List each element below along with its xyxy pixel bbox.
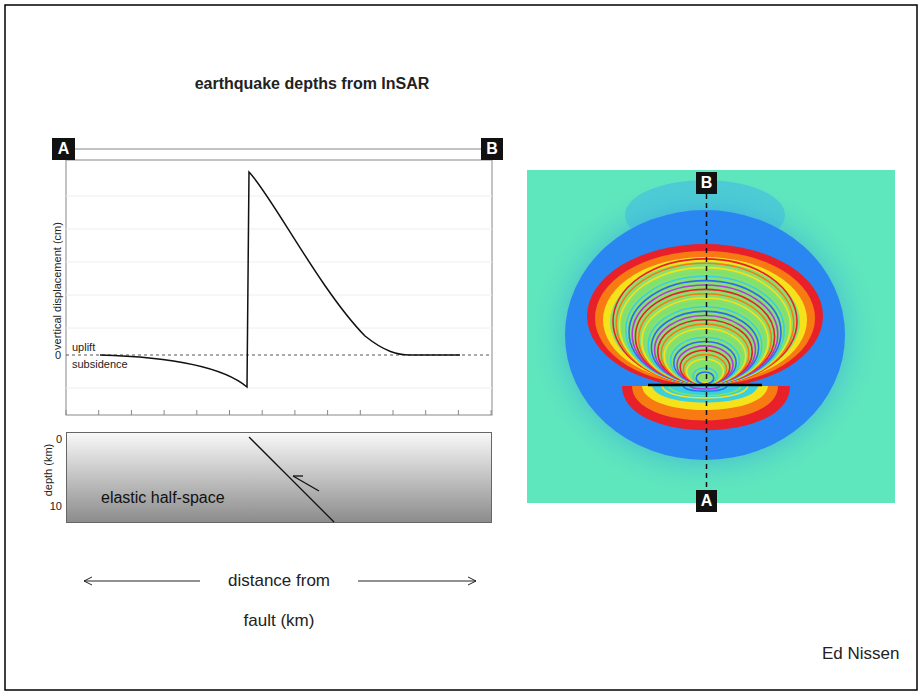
profile-top-line [75, 149, 481, 150]
grid [66, 196, 492, 388]
profile-end-tag: A [52, 138, 75, 160]
axis-title: vertical displacement (cm) [51, 222, 63, 350]
fault-drawing [67, 433, 493, 524]
slide-border [5, 5, 917, 690]
profile-end-tag: A [696, 490, 717, 512]
profile-end-tag: B [481, 138, 503, 160]
tick-label: 0 [56, 433, 62, 445]
tick-label: 10 [50, 500, 62, 512]
displacement-curve [100, 172, 460, 387]
axis-title: fault (km) [244, 611, 315, 631]
axis-note: subsidence [72, 358, 128, 370]
tag-letter: A [701, 492, 713, 509]
tag-letter: A [58, 140, 70, 157]
profile-line [706, 194, 708, 490]
axis-title: distance from [228, 571, 330, 591]
author-credit: Ed Nissen [822, 644, 899, 664]
axis-title: depth (km) [42, 444, 54, 497]
profile-end-tag: B [696, 172, 717, 194]
plot-frame [66, 160, 492, 415]
axis-note: uplift [72, 341, 95, 353]
slide-title: earthquake depths from InSAR [195, 75, 430, 93]
axis-ticks [66, 410, 491, 415]
half-space-panel: elastic half-space [66, 432, 492, 523]
tag-letter: B [701, 174, 713, 191]
tick-label: 0 [55, 349, 61, 361]
interferogram [527, 170, 895, 503]
region-label: elastic half-space [101, 489, 225, 507]
tag-letter: B [486, 140, 498, 157]
